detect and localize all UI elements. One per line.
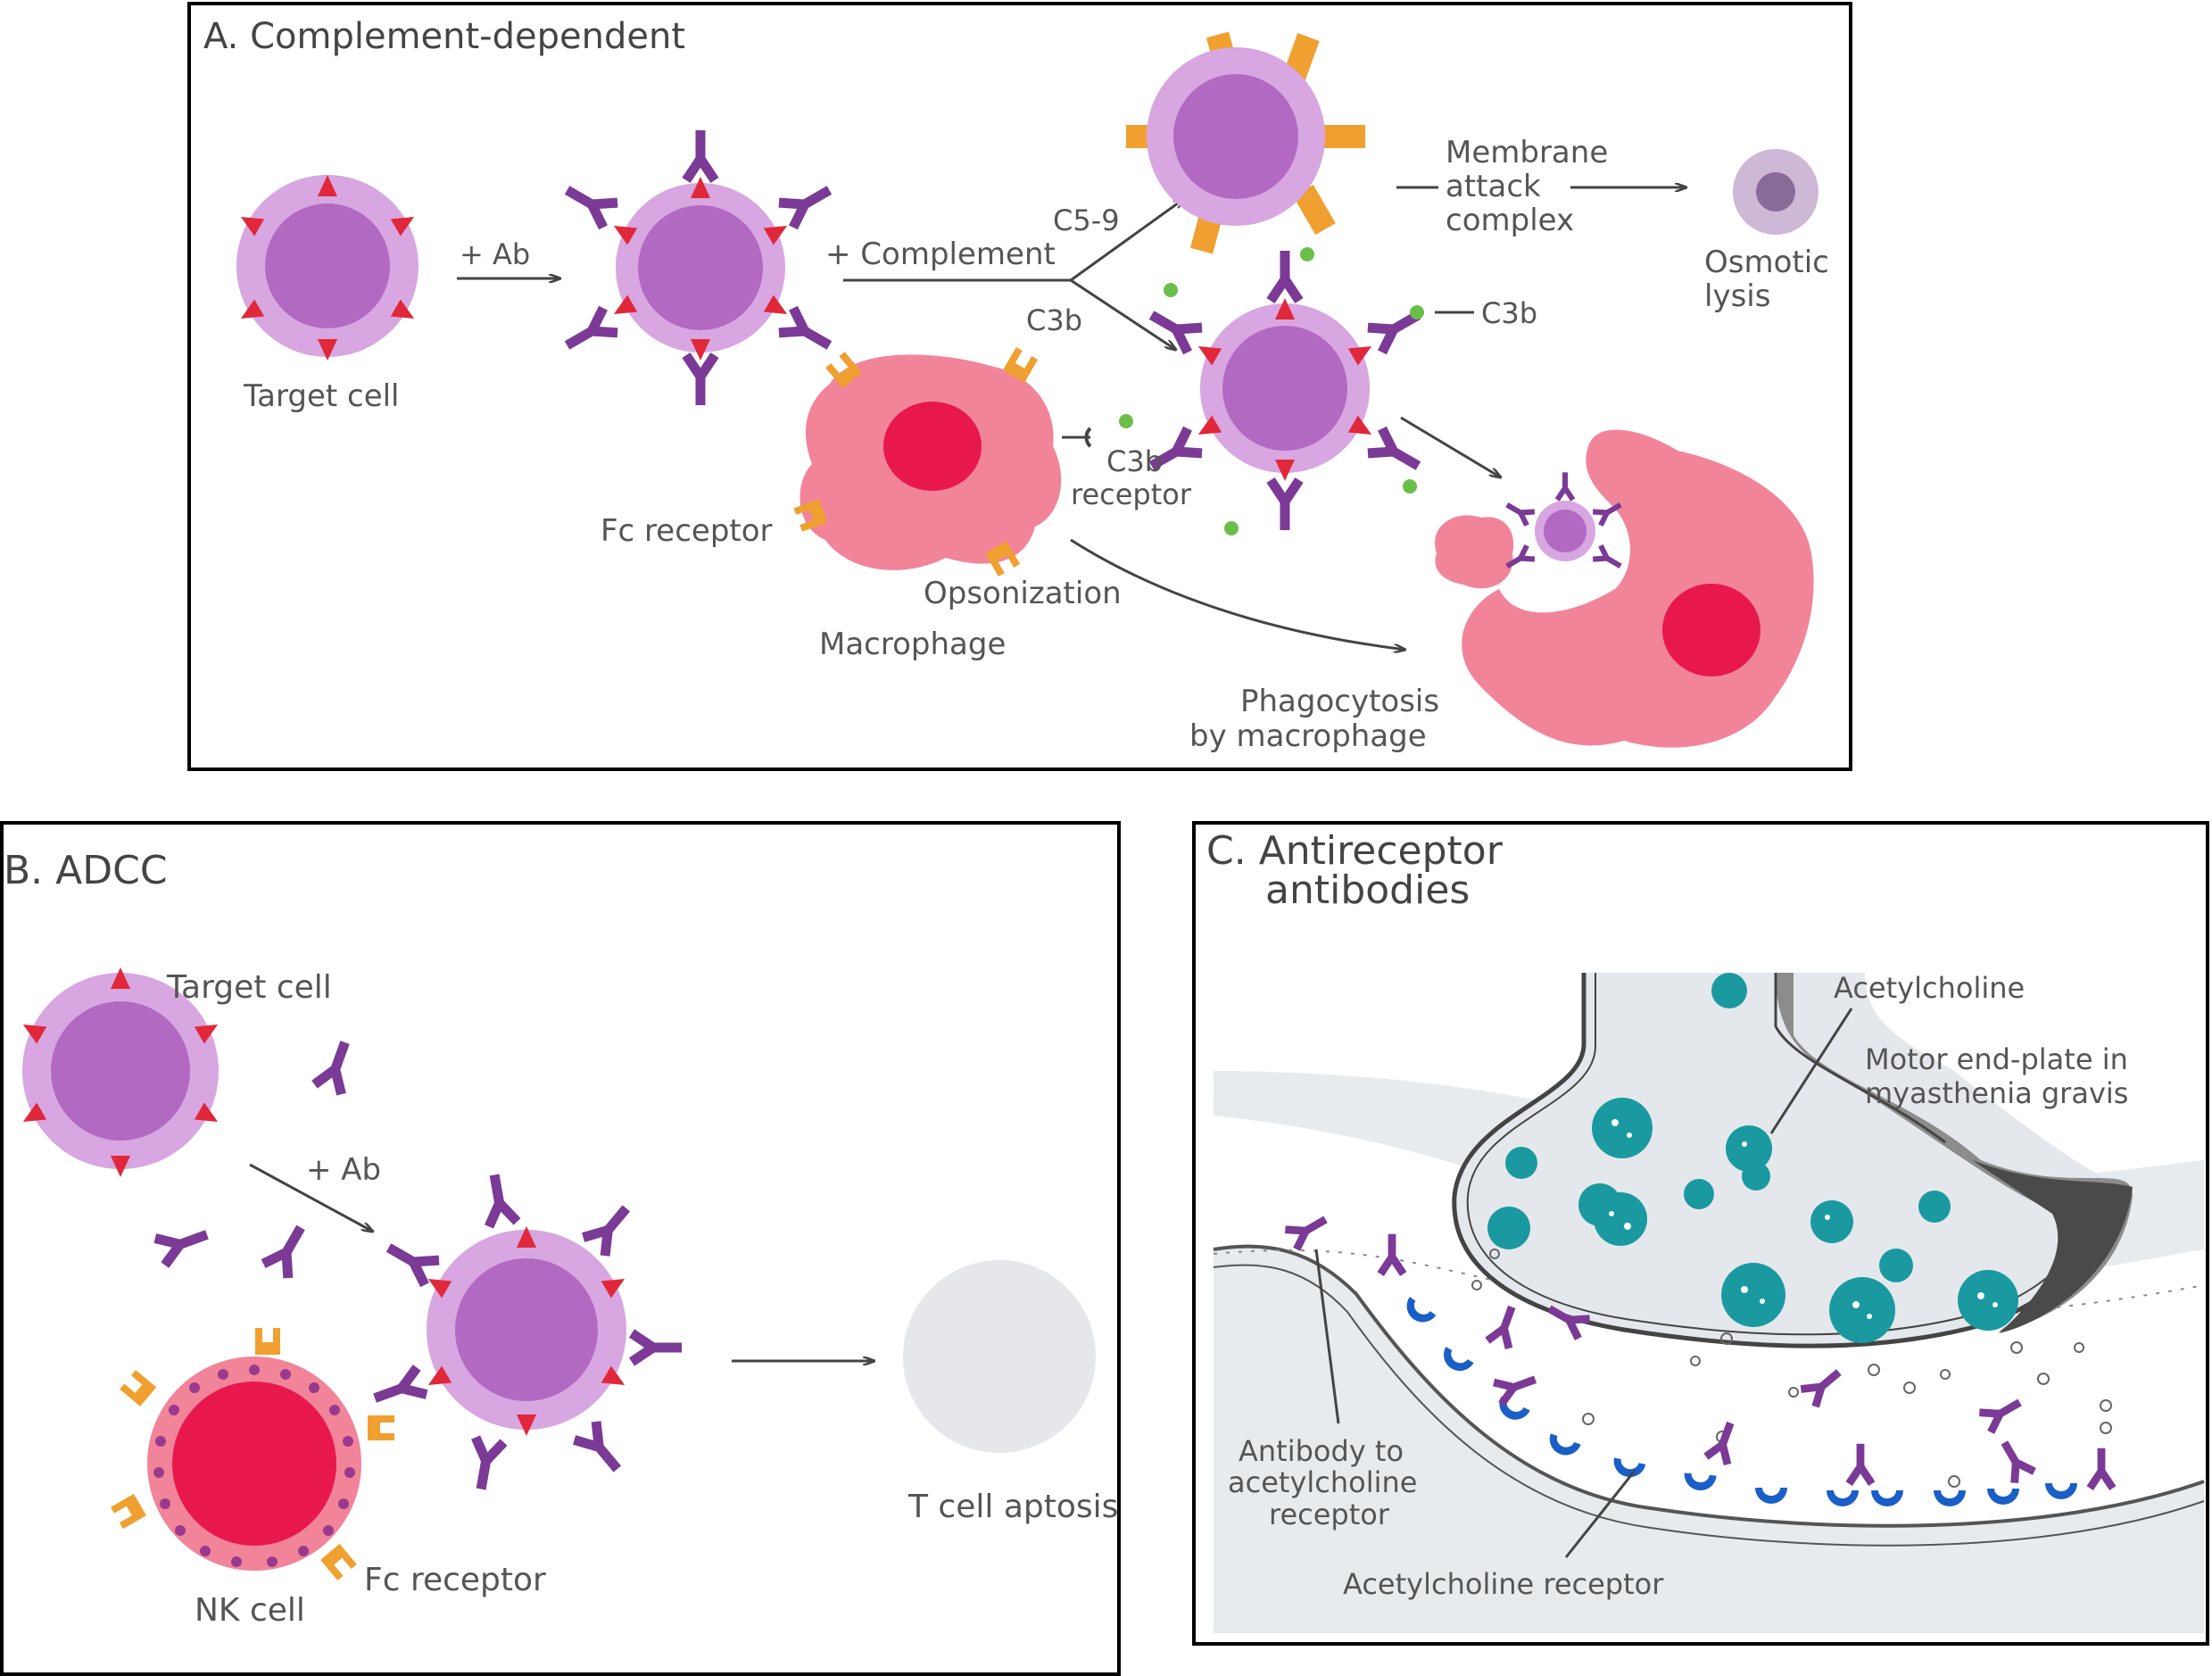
vesicle-dots — [1609, 1119, 1998, 1319]
ach-receptor-label: Acetylcholine receptor — [1343, 1567, 1664, 1601]
coated-target-b — [370, 1173, 682, 1492]
panel-b-title: B. ADCC — [4, 848, 168, 893]
c3b-receptor-label-2: receptor — [1071, 477, 1192, 511]
c3b-coated-cell — [1119, 247, 1425, 535]
motor-label-2: myasthenia gravis — [1865, 1076, 2128, 1110]
antibody-label-1: Antibody to — [1239, 1434, 1404, 1468]
panel-b: B. ADCC Target cell + Ab — [0, 821, 1121, 1676]
phago-arrow-upper — [1400, 416, 1501, 477]
macrophage-label: Macrophage — [819, 626, 1006, 662]
engulfing-macrophage — [1435, 429, 1814, 748]
membrane-label-2: attack — [1446, 169, 1541, 204]
panel-a-title: A. Complement-dependent — [203, 16, 685, 57]
panel-c-title-2: antibodies — [1265, 867, 1470, 913]
plus-ab-label-a: + Ab — [460, 237, 530, 271]
ab-arrow-b — [249, 1163, 373, 1232]
nk-cell — [110, 1328, 394, 1581]
motor-label-1: Motor end-plate in — [1865, 1042, 2128, 1076]
acetylcholine-label: Acetylcholine — [1834, 971, 2025, 1005]
panel-a: A. Complement-dependent Target cell + Ab — [187, 2, 1852, 771]
target-cell-label-b: Target cell — [166, 969, 332, 1006]
opsonized-cell — [560, 130, 837, 405]
c3b-arrow — [1070, 278, 1176, 350]
ach-pointer — [1769, 1008, 1853, 1134]
mac-cell — [1126, 31, 1365, 254]
plus-ab-label-b: + Ab — [306, 1152, 381, 1188]
c3b-upper-label: C3b — [1026, 303, 1082, 337]
phagocytosis-label-2: by macrophage — [1189, 718, 1427, 754]
osmotic-label-2: lysis — [1704, 278, 1770, 314]
receptor-pointer — [1564, 1470, 1636, 1558]
target-cell-a — [236, 175, 419, 361]
vesicles — [1487, 973, 2018, 1343]
panel-c: C. Antireceptor antibodies — [1192, 821, 2209, 1646]
t-cell-apoptosis-label: T cell aptosis — [907, 1489, 1118, 1525]
lysed-cell — [1733, 149, 1818, 235]
osmotic-label-1: Osmotic — [1704, 245, 1829, 280]
membrane-label-3: complex — [1446, 203, 1574, 238]
panel-c-title-1: C. Antireceptor — [1206, 828, 1504, 874]
plus-complement-label: + Complement — [825, 236, 1056, 272]
phagocytosis-label-1: Phagocytosis — [1240, 684, 1439, 719]
target-cell-b — [18, 967, 223, 1177]
nk-cell-label: NK cell — [195, 1592, 305, 1629]
membrane-label-1: Membrane — [1446, 135, 1608, 170]
c3b-right-label: C3b — [1481, 296, 1537, 330]
antibody-label-2: acetylcholine — [1228, 1465, 1417, 1499]
fc-receptor-label-b: Fc receptor — [364, 1562, 546, 1598]
opsonization-label: Opsonization — [924, 576, 1122, 611]
c5-9-label: C5-9 — [1053, 203, 1120, 237]
c5-9-arrow — [1070, 198, 1185, 282]
nerve-terminal — [1452, 973, 2133, 1348]
fc-receptor-label-a: Fc receptor — [601, 513, 773, 549]
antibody-pointer — [1314, 1249, 1340, 1424]
macrophage-a — [793, 346, 1092, 577]
c3b-receptor-label-1: C3b — [1106, 444, 1163, 478]
antibody-label-3: receptor — [1269, 1498, 1390, 1531]
apoptotic-cell — [903, 1260, 1096, 1453]
phago-arrow-lower — [1070, 538, 1405, 650]
target-cell-label-a: Target cell — [243, 378, 400, 414]
